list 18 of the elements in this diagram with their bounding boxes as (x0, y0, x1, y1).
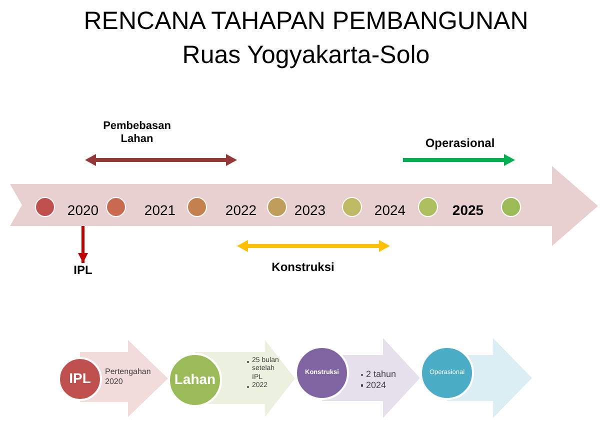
stage-circle: Lahan (168, 353, 222, 407)
year-label: 2024 (374, 203, 406, 217)
step-note: Pertengahan 2020 (105, 367, 152, 387)
year-label: 2023 (294, 203, 326, 217)
phase-label: Pembebasan Lahan (102, 120, 172, 146)
title: RENCANA TAHAPAN PEMBANGUNAN Ruas Yogyakarta-Solo (82, 6, 530, 71)
phase-label: Konstruksi (272, 261, 334, 274)
year-label: 2022 (225, 203, 257, 217)
bullet-item: 2 tahun (360, 369, 402, 380)
milestone-label: IPL (74, 264, 92, 276)
timeline-arrow (10, 166, 598, 246)
phase-label: Operasional (425, 137, 495, 150)
year-label: 2025 (452, 203, 484, 217)
year-label: 2021 (144, 203, 176, 217)
bullet-item: 2024 (360, 380, 402, 391)
year-label: 2020 (67, 203, 99, 217)
arrow (78, 226, 88, 263)
stage-circle: IPL (58, 357, 102, 401)
